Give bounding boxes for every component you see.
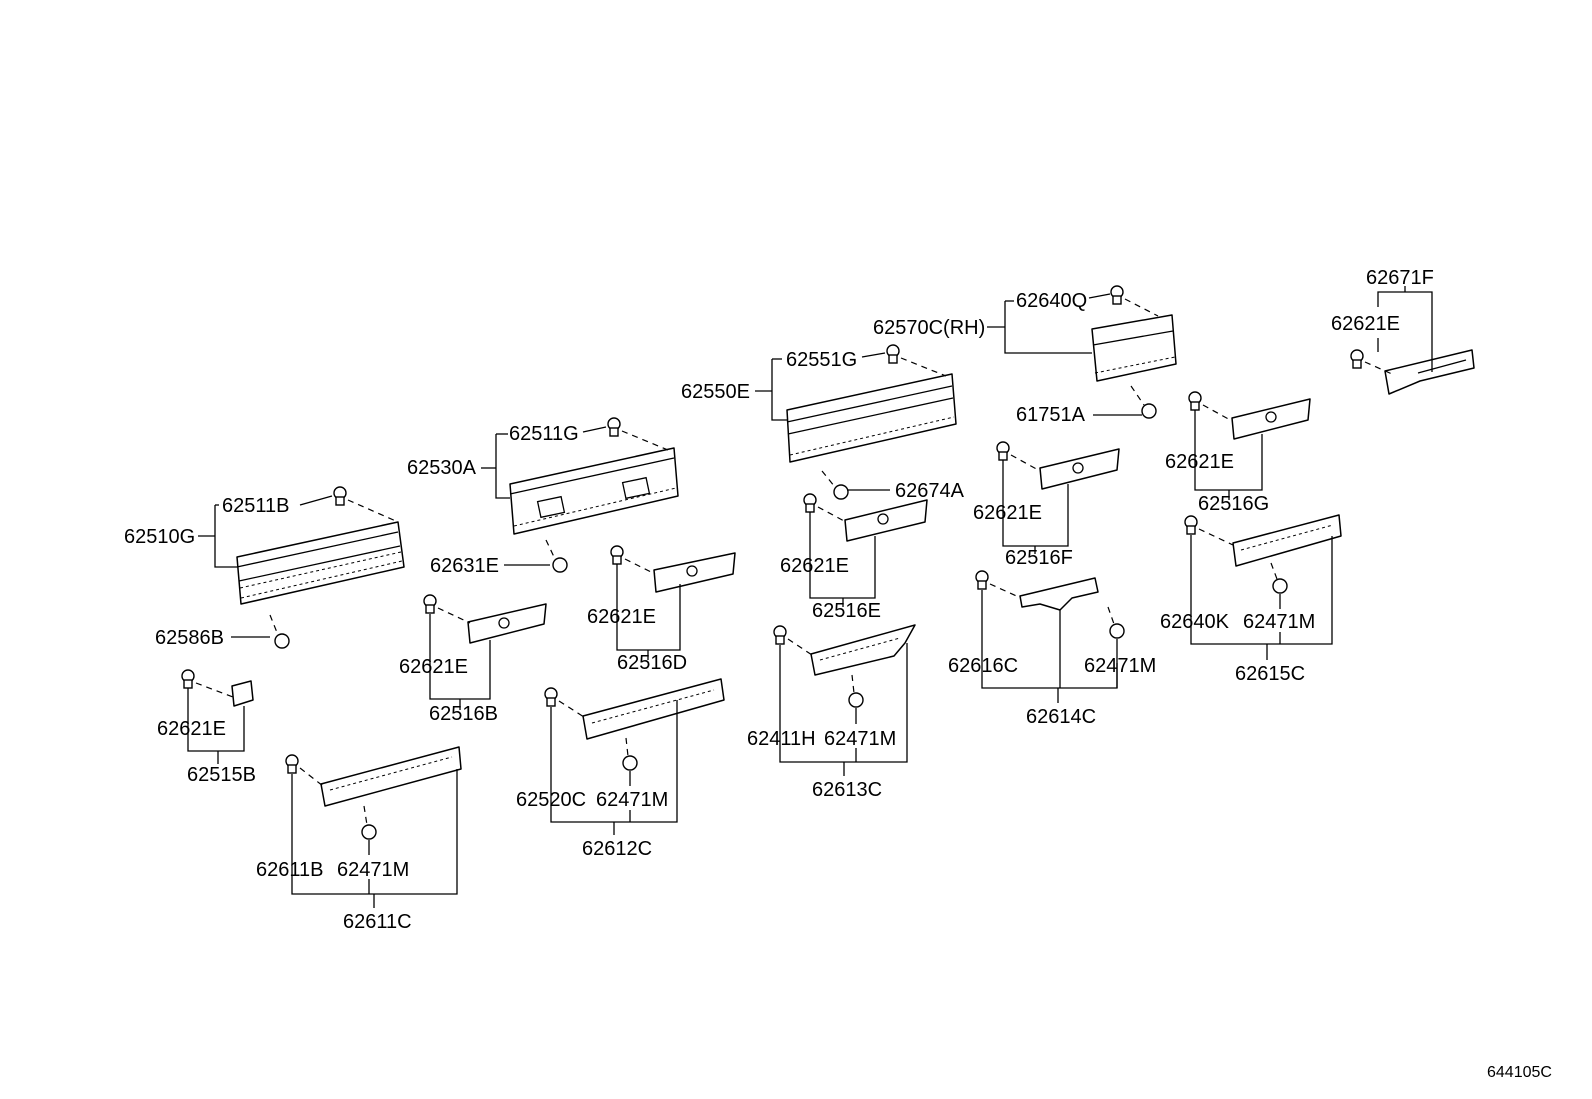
label-62471M-b: 62471M (596, 789, 668, 811)
label-62621E-tr: 62621E (1331, 313, 1400, 335)
label-62615C: 62615C (1235, 663, 1305, 685)
label-62621E-e: 62621E (973, 502, 1042, 524)
label-62611C: 62611C (343, 911, 412, 933)
panel-62570C (1091, 314, 1177, 382)
label-62516B: 62516B (429, 703, 498, 725)
strip-62615C (1232, 514, 1342, 567)
label-62511G: 62511G (509, 423, 579, 445)
leader-lines (187, 286, 1433, 908)
bracket-62515B (231, 680, 254, 707)
label-62516E: 62516E (812, 600, 881, 622)
fastener-dashed-lines (195, 298, 1393, 826)
label-62611B: 62611B (256, 859, 323, 881)
part-labels: 62510G 62511B 62586B 62530A 62511G 62631… (124, 267, 1552, 1081)
label-62515B: 62515B (187, 764, 256, 786)
label-62516D: 62516D (617, 652, 687, 674)
label-62570C-rh: 62570C(RH) (873, 317, 985, 339)
strip-62611C (320, 746, 462, 807)
label-62520C: 62520C (516, 789, 586, 811)
label-62586B: 62586B (155, 627, 224, 649)
label-62614C: 62614C (1026, 706, 1096, 728)
strip-62613C (810, 624, 916, 676)
strip-62612C (582, 678, 725, 740)
label-62510G: 62510G (124, 526, 195, 548)
label-61751A: 61751A (1016, 404, 1086, 426)
label-62621E-c: 62621E (587, 606, 656, 628)
label-62411H: 62411H (747, 728, 816, 750)
label-62511B: 62511B (222, 495, 289, 517)
molding-62550E (786, 373, 957, 463)
label-62640Q: 62640Q (1016, 290, 1087, 312)
label-62621E-d: 62621E (780, 555, 849, 577)
label-62621E-a: 62621E (157, 718, 226, 740)
bracket-62516G (1231, 398, 1311, 440)
bracket-62516D (653, 552, 736, 593)
bracket-62516F (1039, 448, 1120, 490)
bracket-62671F (1384, 349, 1475, 395)
label-62471M-d: 62471M (1084, 655, 1156, 677)
bracket-62516E (844, 499, 928, 542)
label-62671F: 62671F (1366, 267, 1434, 289)
molding-62530A (509, 447, 679, 535)
label-62471M-e: 62471M (1243, 611, 1315, 633)
label-62616C: 62616C (948, 655, 1018, 677)
label-62530A: 62530A (407, 457, 477, 479)
label-62516F: 62516F (1005, 547, 1073, 569)
figure-reference: 644105C (1487, 1064, 1552, 1081)
label-62674A: 62674A (895, 480, 965, 502)
label-62640K: 62640K (1160, 611, 1230, 633)
push-clip-icon (181, 285, 1364, 774)
label-62471M-a: 62471M (337, 859, 409, 881)
label-62551G: 62551G (786, 349, 857, 371)
molding-62510G (236, 521, 405, 605)
label-62613C: 62613C (812, 779, 882, 801)
strip-62614C (1019, 577, 1099, 611)
label-62631E: 62631E (430, 555, 499, 577)
label-62612C: 62612C (582, 838, 652, 860)
label-62621E-b: 62621E (399, 656, 468, 678)
label-62550E: 62550E (681, 381, 750, 403)
round-cap-icon (274, 403, 1288, 840)
label-62471M-c: 62471M (824, 728, 896, 750)
label-62621E-f: 62621E (1165, 451, 1234, 473)
label-62516G: 62516G (1198, 493, 1269, 515)
bracket-62516B (467, 603, 547, 644)
